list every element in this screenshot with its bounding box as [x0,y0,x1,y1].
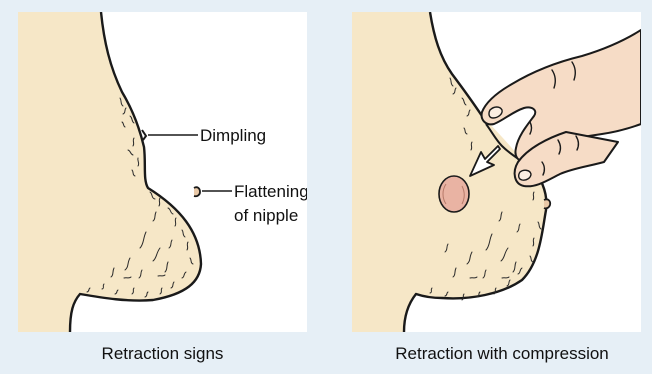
flattening-label-line1: Flattening [234,182,307,201]
fingernail-thumb [519,170,531,180]
right-illustration-panel [352,12,641,332]
retraction-signs-illustration: Dimpling Flattening of nipple [18,12,307,332]
flattening-label-line2: of nipple [234,206,298,225]
left-illustration-panel: Dimpling Flattening of nipple [18,12,307,332]
retraction-with-compression-illustration [352,12,641,332]
caption-retraction-with-compression: Retraction with compression [352,344,652,364]
nipple-right [544,199,550,208]
nipple-flattened [194,187,200,196]
dimpling-label: Dimpling [200,126,266,145]
caption-retraction-signs: Retraction signs [18,344,307,364]
